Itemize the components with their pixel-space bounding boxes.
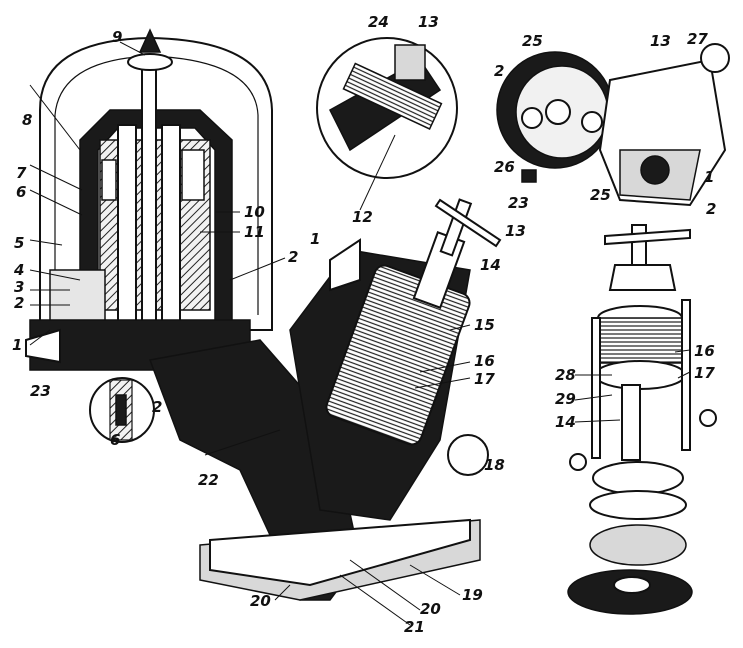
detail-circle-rotor-top [496,51,614,183]
exploded-rotor-stack [569,224,717,471]
callout-14b: 14 [555,413,576,431]
callout-16: 16 [474,352,495,370]
callout-20: 20 [420,600,441,618]
rotor-assembly [289,198,502,521]
callout-1: 1 [12,336,22,354]
callout-19: 19 [462,586,483,604]
callout-13c: 13 [650,32,671,50]
callout-29: 29 [555,390,576,408]
callout-3: 3 [14,278,24,296]
callout-25: 25 [522,32,543,50]
callout-labels: 9 8 7 6 5 4 3 2 1 23 10 11 1 2 2 6 22 24… [12,13,716,636]
callout-2d: 2 [494,62,504,80]
callout-27: 27 [687,30,708,48]
callout-17: 17 [474,370,495,388]
callout-11: 11 [244,223,265,241]
callout-21: 21 [404,618,425,636]
callout-2b: 2 [288,248,298,266]
callout-15: 15 [474,316,495,334]
callout-25b: 25 [590,186,611,204]
callout-5: 5 [14,234,24,252]
callout-2: 2 [14,294,24,312]
callout-24: 24 [368,13,389,31]
callout-16b: 16 [694,342,715,360]
callout-6: 6 [16,183,26,201]
callout-13b: 13 [505,222,526,240]
callout-9: 9 [112,28,122,46]
callout-17b: 17 [694,364,715,382]
detail-circle-valve [89,377,155,443]
callout-28: 28 [555,366,576,384]
callout-2e: 2 [706,200,716,218]
filter-housing [25,28,273,371]
leader-lines [29,41,691,626]
callout-22: 22 [198,471,219,489]
exploded-discs [567,461,693,615]
callout-26: 26 [494,158,515,176]
callout-8: 8 [22,111,32,129]
callout-1b: 1 [310,230,320,248]
callout-12: 12 [352,208,373,226]
callout-20b: 20 [250,592,271,610]
callout-23: 23 [30,382,51,400]
housing-cover-block [598,43,730,207]
callout-23b: 23 [508,194,529,212]
callout-6b: 6 [110,431,120,449]
callout-2c: 2 [152,398,162,416]
callout-10: 10 [244,203,265,221]
detail-circle-relief-valve [316,37,458,179]
callout-7: 7 [16,164,27,182]
callout-4: 4 [13,261,24,279]
callout-18: 18 [484,456,505,474]
callout-14: 14 [480,256,501,274]
callout-13: 13 [418,13,439,31]
callout-1c: 1 [704,168,714,186]
